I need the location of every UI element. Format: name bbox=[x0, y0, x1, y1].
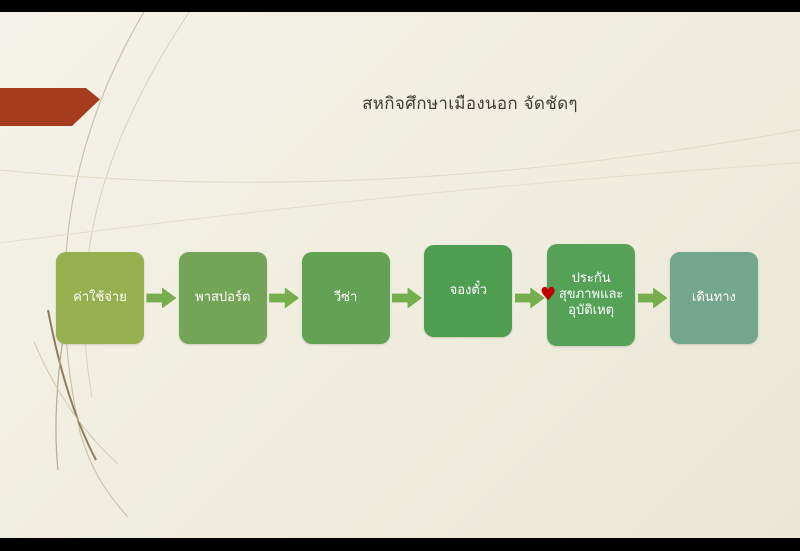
letterbox-bottom bbox=[0, 538, 800, 551]
flow-step-passport: พาสปอร์ต bbox=[178, 252, 267, 344]
flow-step-insurance: ประกัน สุขภาพและ อุบัติเหตุ bbox=[547, 244, 636, 346]
letterbox-top bbox=[0, 0, 800, 12]
flow-step-visa: วีซ่า bbox=[301, 252, 390, 344]
arrow-right-icon bbox=[391, 287, 422, 309]
flow-step-label: จองตั๋ว bbox=[449, 282, 488, 298]
slide-title: สหกิจศึกษาเมืองนอก จัดชัดๆ bbox=[362, 94, 578, 114]
flow-step-label: พาสปอร์ต bbox=[195, 289, 251, 305]
flow-step-label: วีซ่า bbox=[333, 289, 358, 305]
flow-step-label: เดินทาง bbox=[691, 289, 736, 305]
flow-step-label: ประกัน สุขภาพและ อุบัติเหตุ bbox=[558, 270, 624, 319]
flow-step-ticket: จองตั๋ว bbox=[424, 245, 513, 337]
slide-canvas: สหกิจศึกษาเมืองนอก จัดชัดๆ ค่าใช้จ่าย พา… bbox=[0, 12, 800, 538]
arrow-right-icon bbox=[269, 287, 300, 309]
flow-step-expenses: ค่าใช้จ่าย bbox=[56, 252, 144, 344]
arrow-right-icon bbox=[637, 287, 668, 309]
heart-icon: ♥ bbox=[540, 284, 557, 305]
ribbon-accent bbox=[0, 88, 100, 126]
flow-step-travel: เดินทาง bbox=[669, 252, 758, 344]
process-flow: ค่าใช้จ่าย พาสปอร์ต วีซ่า จองตั๋ว ประกัน… bbox=[56, 240, 758, 356]
flow-step-label: ค่าใช้จ่าย bbox=[73, 289, 127, 305]
arrow-right-icon bbox=[146, 287, 177, 309]
